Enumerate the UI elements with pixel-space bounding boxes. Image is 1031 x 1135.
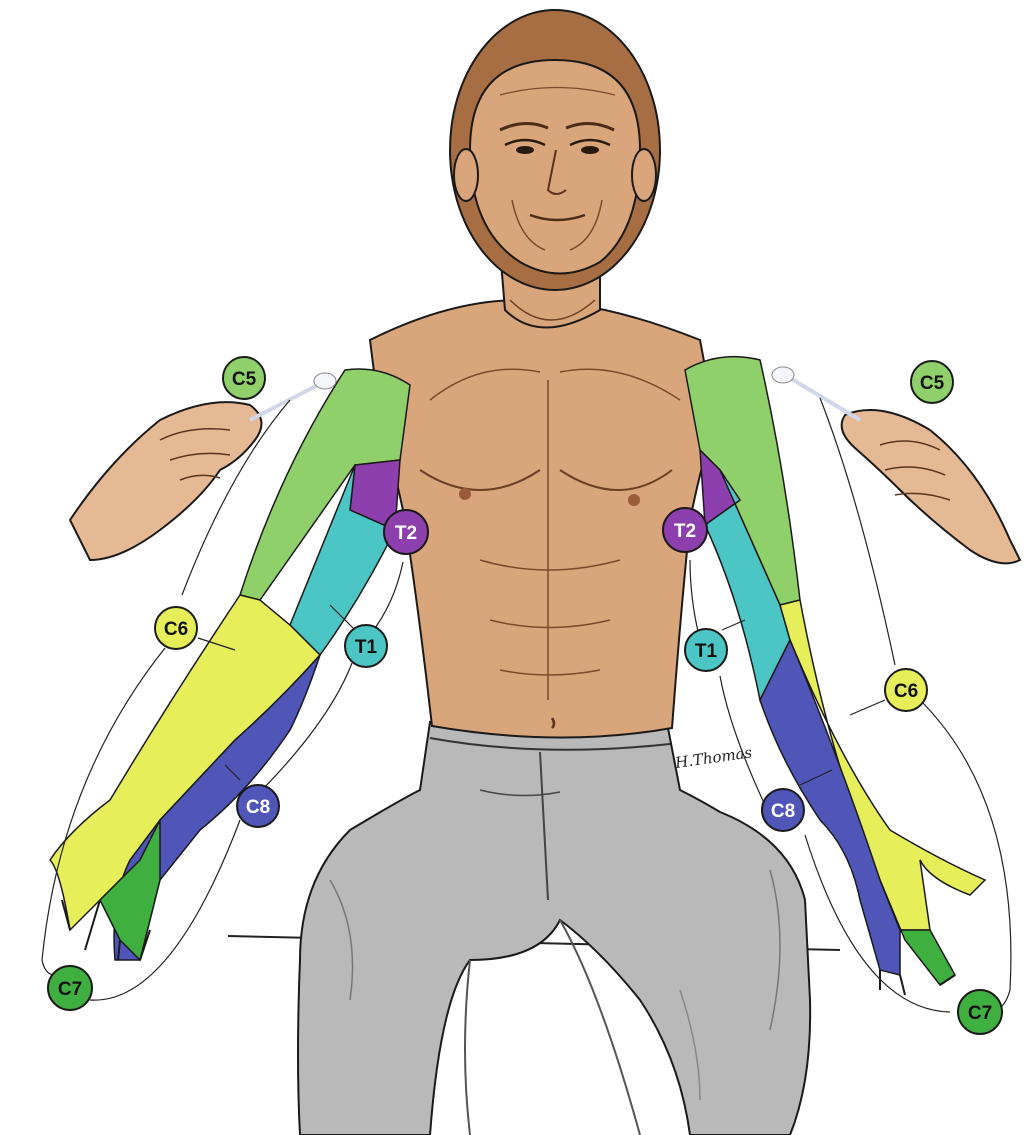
label-right-c8-text: C8 [771, 801, 795, 822]
label-right-t2-text: T2 [674, 521, 696, 542]
label-left-c5-text: C5 [232, 369, 257, 390]
right-examiner-hand [772, 367, 1020, 563]
label-right-t1: T1 [685, 629, 727, 671]
label-left-t2-text: T2 [395, 523, 417, 544]
right-swab-tip [772, 367, 794, 383]
pants [298, 722, 810, 1135]
artist-signature: H.Thomas [673, 743, 753, 772]
label-left-c7-text: C7 [58, 979, 82, 1000]
label-right-t2: T2 [663, 508, 707, 552]
label-right-c5-text: C5 [920, 373, 945, 394]
label-right-c7-text: C7 [968, 1003, 992, 1024]
label-left-c8-text: C8 [246, 797, 270, 818]
label-right-c5: C5 [911, 361, 953, 403]
label-left-t2: T2 [384, 510, 428, 554]
label-right-c7: C7 [958, 990, 1002, 1034]
label-right-c6: C6 [885, 669, 927, 711]
label-left-c7: C7 [48, 966, 92, 1010]
label-left-c6: C6 [155, 607, 197, 649]
label-left-t1-text: T1 [355, 637, 378, 658]
label-left-t1: T1 [345, 625, 387, 667]
head [450, 10, 660, 290]
label-left-c8: C8 [237, 785, 279, 827]
label-right-t1-text: T1 [695, 641, 718, 662]
label-right-c6-text: C6 [894, 681, 918, 702]
left-swab-tip [314, 373, 336, 389]
label-left-c5: C5 [223, 357, 265, 399]
label-right-c8: C8 [762, 789, 804, 831]
label-left-c6-text: C6 [164, 619, 188, 640]
